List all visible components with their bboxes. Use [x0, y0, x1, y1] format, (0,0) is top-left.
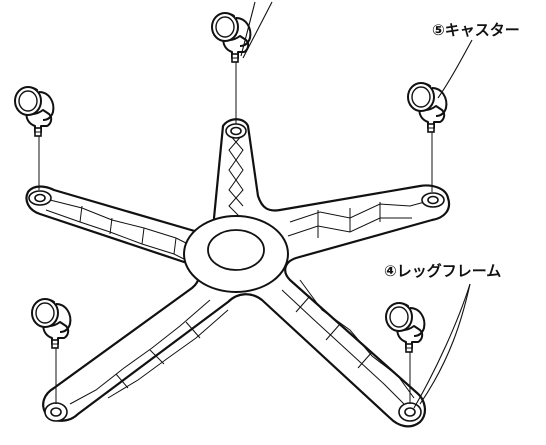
leg-ribs	[45, 133, 433, 405]
caster-label: ⑤キャスター	[432, 21, 520, 39]
assembly-lines	[38, 62, 433, 404]
center-hub-inner	[207, 229, 265, 271]
caster-left-icon	[14, 86, 55, 137]
caster-right-icon	[407, 82, 448, 133]
leg-frame-label: ④レッグフレーム	[384, 262, 501, 280]
caster-bottom-left-icon	[31, 298, 72, 349]
leg-frame	[25, 118, 451, 428]
leg-sockets	[28, 123, 445, 422]
leader-lines	[240, 1, 473, 409]
caster-bottom-right-icon	[385, 302, 426, 353]
